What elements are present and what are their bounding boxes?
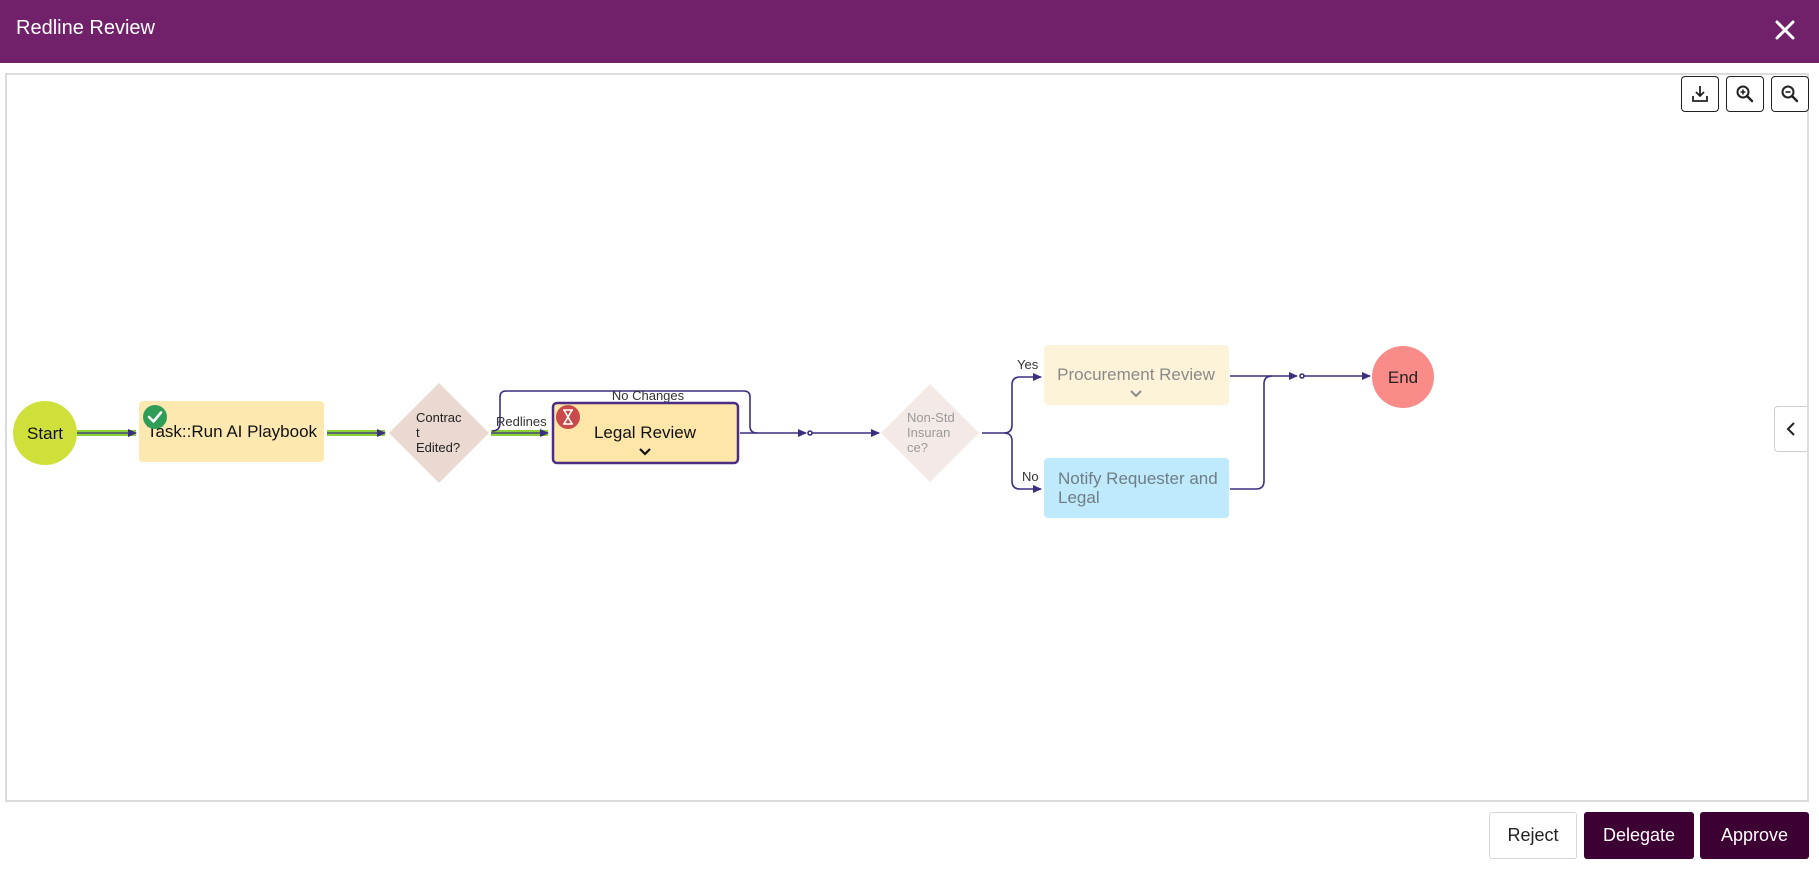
zoom-out-icon [1781, 85, 1799, 103]
delegate-button[interactable]: Delegate [1584, 812, 1694, 859]
workflow-canvas[interactable] [5, 73, 1809, 802]
zoom-in-button[interactable] [1726, 76, 1764, 112]
approve-button[interactable]: Approve [1700, 812, 1809, 859]
reject-button[interactable]: Reject [1489, 812, 1577, 859]
close-icon [1775, 20, 1795, 40]
modal-header: Redline Review [0, 0, 1819, 63]
download-button[interactable] [1681, 76, 1719, 112]
download-icon [1692, 86, 1708, 102]
side-panel-toggle[interactable] [1774, 406, 1807, 452]
close-button[interactable] [1769, 14, 1801, 46]
modal-title: Redline Review [16, 17, 155, 39]
zoom-in-icon [1736, 85, 1754, 103]
zoom-out-button[interactable] [1771, 76, 1809, 112]
chevron-left-icon [1786, 422, 1795, 436]
